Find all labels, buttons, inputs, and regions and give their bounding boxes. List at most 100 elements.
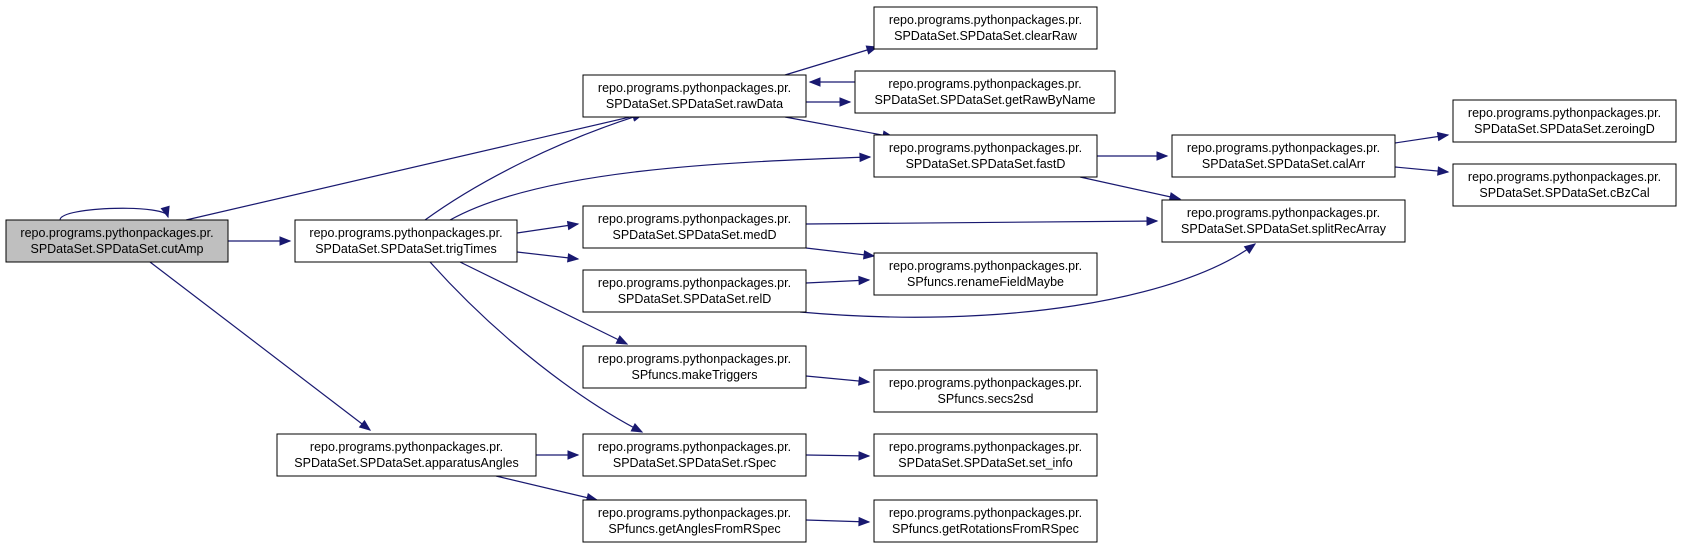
node-label-line2: SPDataSet.SPDataSet.clearRaw	[894, 29, 1078, 43]
edge-cutAmp-to-cutAmp	[59, 205, 170, 221]
node-box[interactable]	[582, 499, 807, 543]
node-secs2sd[interactable]: repo.programs.pythonpackages.pr.SPfuncs.…	[873, 369, 1098, 413]
edge-arrowhead	[858, 516, 871, 527]
node-label-line2: SPDataSet.SPDataSet.zeroingD	[1474, 122, 1655, 136]
node-label-line2: SPDataSet.SPDataSet.cutAmp	[30, 242, 203, 256]
node-box[interactable]	[873, 433, 1098, 477]
node-cBzCal[interactable]: repo.programs.pythonpackages.pr. SPDataSe…	[1452, 163, 1677, 207]
node-box[interactable]	[873, 499, 1098, 543]
node-zeroingD[interactable]: repo.programs.pythonpackages.pr. SPDataSe…	[1452, 99, 1677, 143]
node-box[interactable]	[873, 6, 1098, 50]
node-clearRaw[interactable]: repo.programs.pythonpackages.pr.SPDataSe…	[873, 6, 1098, 50]
node-rawData[interactable]: repo.programs.pythonpackages.pr.SPDataSe…	[582, 74, 807, 118]
node-box[interactable]	[873, 252, 1098, 296]
node-box[interactable]	[582, 74, 807, 118]
edge-trigTimes-to-makeTriggers	[459, 261, 629, 345]
node-apparatusAngles[interactable]: repo.programs.pythonpackages.pr. SPDataSe…	[276, 433, 537, 477]
node-fastD[interactable]: repo.programs.pythonpackages.pr.SPDataSe…	[873, 134, 1098, 178]
edge-cutAmp-to-rawData	[185, 111, 645, 221]
node-label-line1: repo.programs.pythonpackages.pr.	[309, 226, 502, 240]
node-rSpec[interactable]: repo.programs.pythonpackages.pr.SPDataSe…	[582, 433, 807, 477]
edge-fastD-to-calArr	[1097, 151, 1169, 161]
edge-arrowhead	[859, 152, 872, 163]
edge-arrowhead	[630, 422, 644, 433]
node-box[interactable]	[276, 433, 537, 477]
node-label-line1: repo.programs.pythonpackages.pr.	[889, 376, 1082, 390]
node-box[interactable]	[1452, 99, 1677, 143]
node-label-line1: repo.programs.pythonpackages.pr.	[889, 259, 1082, 273]
node-label-line1: repo.programs.pythonpackages.pr.	[1187, 206, 1380, 220]
node-box[interactable]	[873, 134, 1098, 178]
edge-arrowhead	[566, 220, 580, 231]
node-label-line1: repo.programs.pythonpackages.pr.	[1468, 106, 1661, 120]
edge-arrowhead	[615, 335, 629, 345]
edge-medD-to-renameFieldMaybe	[805, 247, 876, 260]
edge-arrowhead	[1243, 243, 1257, 255]
node-box[interactable]	[873, 369, 1098, 413]
node-getAnglesFromRSpec[interactable]: repo.programs.pythonpackages.pr.SPfuncs.…	[582, 499, 807, 543]
node-box[interactable]	[854, 70, 1116, 114]
node-trigTimes[interactable]: repo.programs.pythonpackages.pr.SPDataSe…	[294, 219, 518, 263]
node-relD[interactable]: repo.programs.pythonpackages.pr.SPDataSe…	[582, 269, 807, 313]
node-label-line2: SPDataSet.SPDataSet.cBzCal	[1479, 186, 1649, 200]
node-box[interactable]	[5, 219, 229, 263]
node-set_info[interactable]: repo.programs.pythonpackages.pr. SPDataSe…	[873, 433, 1098, 477]
node-layer: repo.programs.pythonpackages.pr. SPDataSe…	[5, 6, 1677, 543]
edge-line	[799, 243, 1256, 318]
node-cutAmp[interactable]: repo.programs.pythonpackages.pr.SPDataSe…	[5, 219, 229, 263]
edge-line	[805, 220, 1158, 225]
edge-getRawByName-to-rawData	[808, 77, 855, 87]
edge-medD-to-splitRecArray	[805, 216, 1159, 226]
node-getRawByName[interactable]: repo.programs.pythonpackages.pr.SPDataSe…	[854, 70, 1116, 114]
edge-calArr-to-cBzCal	[1394, 166, 1450, 176]
node-calArr[interactable]: repo.programs.pythonpackages.pr.SPDataSe…	[1171, 134, 1396, 178]
edge-line	[784, 46, 878, 76]
node-box[interactable]	[582, 433, 807, 477]
node-box[interactable]	[294, 219, 518, 263]
node-renameFieldMaybe[interactable]: repo.programs.pythonpackages.pr. SPfuncs.…	[873, 252, 1098, 296]
edge-makeTriggers-to-secs2sd	[805, 375, 871, 386]
node-getRotationsFromRSpec[interactable]: repo.programs.pythonpackages.pr.SPfuncs.…	[873, 499, 1098, 543]
edge-calArr-to-zeroingD	[1394, 131, 1450, 144]
node-label-line1: repo.programs.pythonpackages.pr.	[598, 506, 791, 520]
edge-arrowhead	[1436, 131, 1450, 142]
node-label-line2: SPfuncs.renameFieldMaybe	[907, 275, 1064, 289]
node-label-line2: SPDataSet.SPDataSet.splitRecArray	[1181, 222, 1387, 236]
node-label-line1: repo.programs.pythonpackages.pr.	[889, 506, 1082, 520]
node-box[interactable]	[582, 205, 807, 249]
edge-cutAmp-to-trigTimes	[228, 236, 292, 246]
edge-cutAmp-to-apparatusAngles	[149, 261, 372, 431]
edge-arrowhead	[567, 253, 580, 263]
edge-trigTimes-to-rawData	[424, 112, 645, 221]
node-label-line2: SPDataSet.SPDataSet.rSpec	[613, 456, 776, 470]
node-splitRecArray[interactable]: repo.programs.pythonpackages.pr. SPDataSe…	[1161, 199, 1406, 243]
node-label-line1: repo.programs.pythonpackages.pr.	[889, 440, 1082, 454]
node-box[interactable]	[582, 269, 807, 313]
edge-arrowhead	[1146, 216, 1159, 226]
node-label-line1: repo.programs.pythonpackages.pr.	[598, 276, 791, 290]
edge-line	[424, 113, 644, 221]
edge-getAnglesFromRSpec-to-getRotationsFromRSpec	[805, 516, 871, 527]
edge-line	[784, 116, 894, 138]
edge-line	[805, 519, 870, 523]
node-label-line2: SPDataSet.SPDataSet.set_info	[898, 456, 1072, 470]
node-label-line2: SPDataSet.SPDataSet.apparatusAngles	[294, 456, 518, 470]
node-makeTriggers[interactable]: repo.programs.pythonpackages.pr.SPfuncs.…	[582, 345, 807, 389]
node-label-line1: repo.programs.pythonpackages.pr.	[598, 212, 791, 226]
edge-line	[805, 279, 870, 284]
node-box[interactable]	[1161, 199, 1406, 243]
node-box[interactable]	[1171, 134, 1396, 178]
edge-line	[429, 261, 643, 433]
node-box[interactable]	[1452, 163, 1677, 207]
edge-arrowhead	[567, 450, 580, 460]
node-label-line1: repo.programs.pythonpackages.pr.	[1468, 170, 1661, 184]
node-box[interactable]	[582, 345, 807, 389]
node-label-line1: repo.programs.pythonpackages.pr.	[1187, 141, 1380, 155]
edge-arrowhead	[858, 376, 871, 386]
node-medD[interactable]: repo.programs.pythonpackages.pr.SPDataSe…	[582, 205, 807, 249]
node-label-line1: repo.programs.pythonpackages.pr.	[310, 440, 503, 454]
edge-line	[495, 475, 598, 501]
node-label-line1: repo.programs.pythonpackages.pr.	[888, 77, 1081, 91]
edge-line	[1079, 176, 1181, 200]
